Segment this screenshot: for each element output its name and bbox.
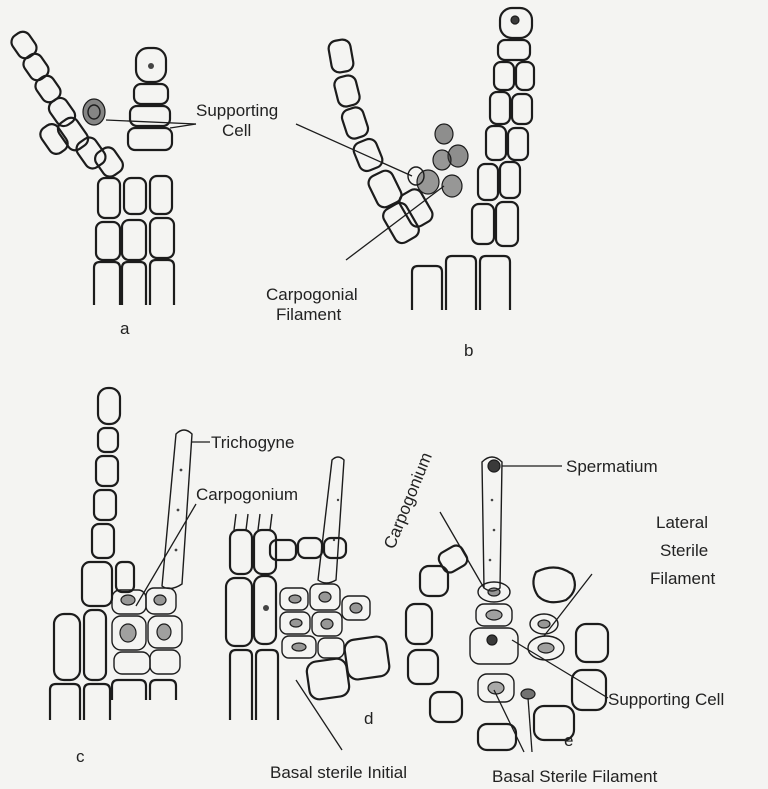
panel-e-drawing — [406, 457, 608, 752]
panel-c-drawing — [50, 388, 210, 720]
supporting-cell-label-e: Supporting Cell — [608, 690, 724, 709]
panel-a-drawing — [8, 29, 196, 305]
panel-c-label: c — [76, 747, 85, 766]
panel-b-drawing — [296, 8, 534, 310]
carpogonium-label-c: Carpogonium — [196, 485, 298, 504]
panel-b-label: b — [464, 341, 473, 360]
lateral-label-1: Lateral — [656, 513, 708, 532]
carpogonial-filament-label-2: Filament — [276, 305, 341, 324]
basal-sterile-filament-label: Basal Sterile Filament — [492, 767, 658, 786]
panel-a-label: a — [120, 319, 130, 338]
panel-d-label: d — [364, 709, 373, 728]
lateral-label-3: Filament — [650, 569, 715, 588]
carpogonial-filament-label-1: Carpogonial — [266, 285, 358, 304]
supporting-cell-label-top-2: Cell — [222, 121, 251, 140]
panel-e-label: e — [564, 731, 573, 750]
carpogonium-label-e: Carpogonium — [380, 450, 436, 552]
supporting-cell-label-top-1: Supporting — [196, 101, 278, 120]
basal-sterile-initial-label: Basal sterile Initial — [270, 763, 407, 782]
lateral-label-2: Sterile — [660, 541, 708, 560]
trichogyne-label: Trichogyne — [211, 433, 294, 452]
spermatium-label: Spermatium — [566, 457, 658, 476]
